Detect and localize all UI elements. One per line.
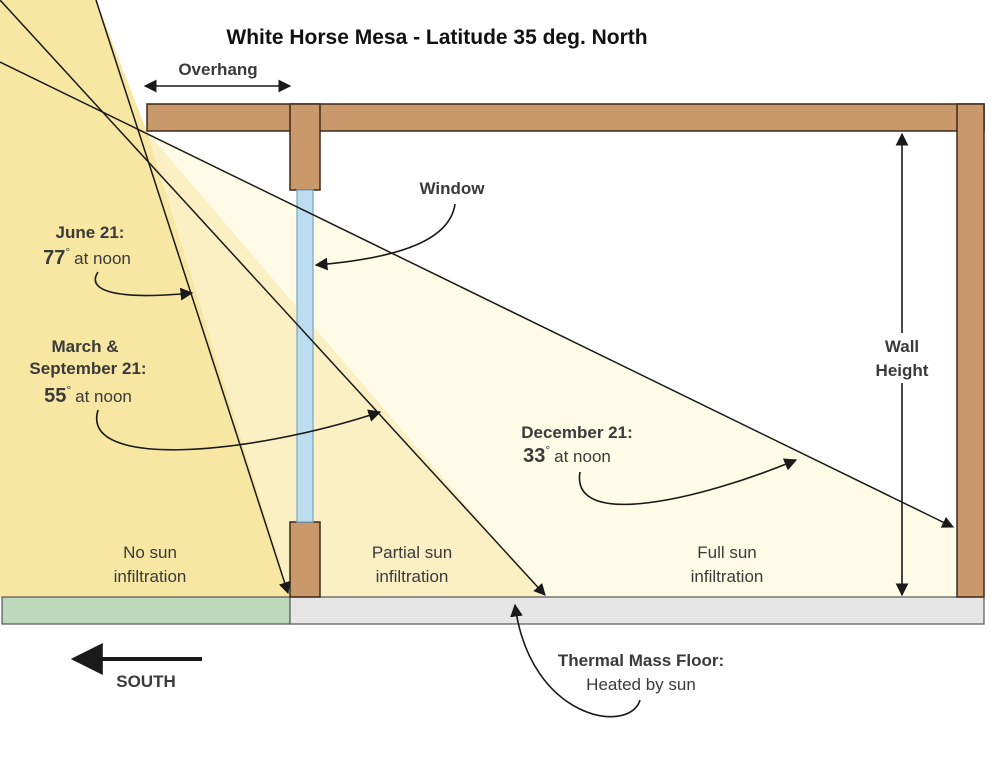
roof-overhang-fill-fix — [958, 105, 983, 130]
window-callout-arrow — [314, 203, 456, 271]
ground-strip — [1, 596, 291, 625]
partial-sun-label-line1: Partial sun — [372, 543, 452, 562]
december-sun-ray — [0, 61, 955, 528]
march-sun-ray — [0, 0, 546, 596]
no-sun-label-line1: No sun — [123, 543, 177, 562]
march-sun-region — [147, 132, 545, 597]
floor-label-line1: Thermal Mass Floor: — [558, 651, 724, 670]
roof-header-fill-fix — [291, 105, 319, 130]
floor-label-line2: Heated by sun — [586, 675, 696, 694]
june-date-label: June 21: — [56, 223, 125, 242]
full-sun-label-line1: Full sun — [697, 543, 757, 562]
wall-height-label-gap — [868, 333, 938, 383]
window-glass — [296, 189, 314, 523]
wall-height-label-line1: Wall — [885, 337, 919, 356]
floor-callout-arrow — [510, 603, 641, 718]
december-callout-arrow — [578, 458, 798, 506]
march-callout-arrow — [95, 409, 382, 451]
window-label: Window — [420, 179, 486, 198]
roof-overhang — [146, 103, 985, 132]
march-angle-label: 55°at noon — [44, 383, 132, 407]
march-date-label-line1: March & — [51, 337, 118, 356]
december-angle-label: 33°at noon — [523, 443, 611, 467]
south-label: SOUTH — [116, 672, 176, 691]
window-sill-wall — [289, 521, 321, 598]
december-date-label: December 21: — [521, 423, 633, 442]
full-sun-label-line2: infiltration — [691, 567, 764, 586]
partial-sun-label-line2: infiltration — [376, 567, 449, 586]
diagram-title: White Horse Mesa - Latitude 35 deg. Nort… — [226, 26, 647, 49]
north-wall — [956, 103, 985, 598]
june-callout-arrow — [94, 271, 194, 301]
june-angle-label: 77°at noon — [43, 245, 131, 269]
thermal-mass-floor — [289, 596, 985, 625]
no-sun-label-line2: infiltration — [114, 567, 187, 586]
wall-height-label-line2: Height — [876, 361, 929, 380]
march-date-label-line2: September 21: — [29, 359, 146, 378]
overhang-label: Overhang — [178, 60, 257, 79]
